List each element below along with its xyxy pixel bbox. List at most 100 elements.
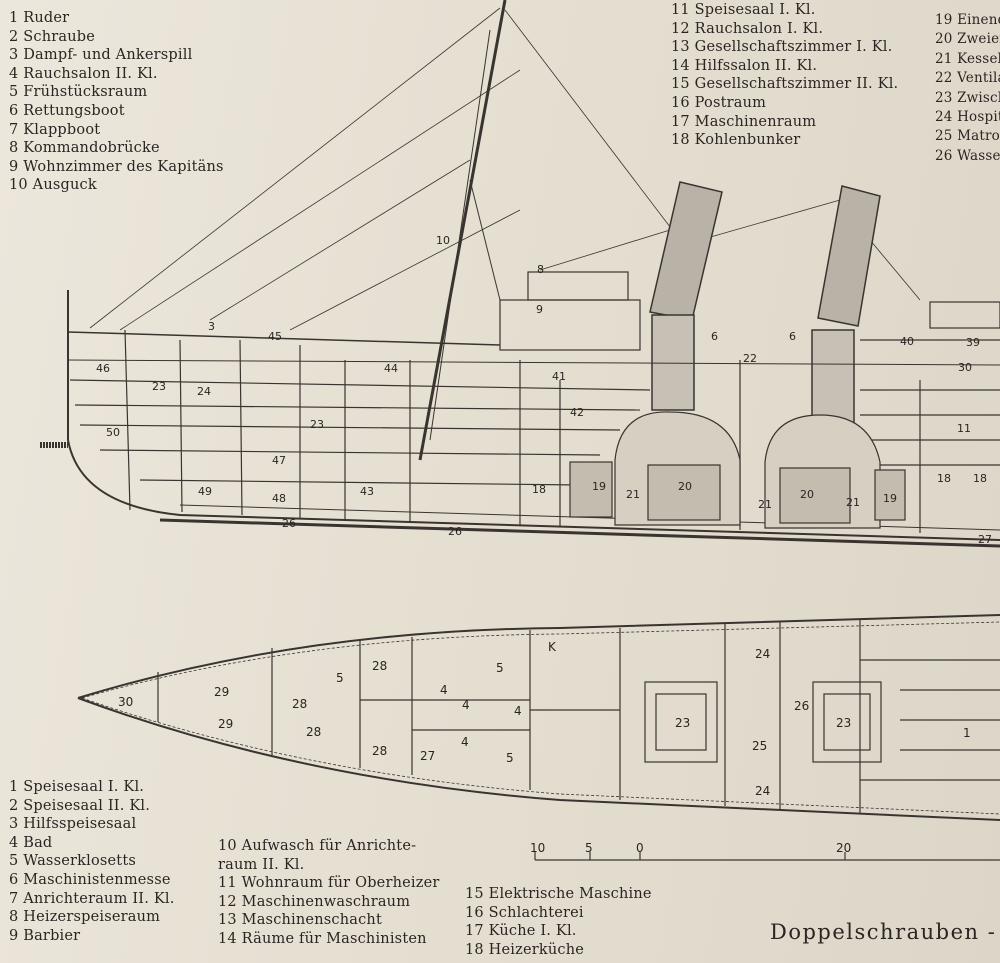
legend-item: 12 Rauchsalon I. Kl. xyxy=(671,20,824,37)
legend-item: 9 Barbier xyxy=(9,927,81,944)
legend-item: 22 Ventila xyxy=(935,70,1000,87)
legend-item: 17 Küche I. Kl. xyxy=(465,923,577,940)
section-label: 20 xyxy=(678,480,692,493)
section-label: 41 xyxy=(552,370,566,383)
legend-bottom-2: 10 Aufwasch für Anrichte-raum II. Kl.11 … xyxy=(218,837,440,949)
section-label: 30 xyxy=(958,361,972,374)
legend-item: 21 Kessel xyxy=(935,50,1000,67)
section-label: 48 xyxy=(272,492,286,505)
legend-item: 14 Hilfssalon II. Kl. xyxy=(671,57,818,74)
legend-item: 20 Zweier xyxy=(935,31,1000,48)
section-label: 22 xyxy=(743,352,757,365)
section-label: 26 xyxy=(282,517,296,530)
legend-item: raum II. Kl. xyxy=(218,856,305,873)
plan-label: 28 xyxy=(306,725,321,739)
section-label: 45 xyxy=(268,330,282,343)
section-label: 42 xyxy=(570,406,584,419)
section-label: 44 xyxy=(384,362,398,375)
legend-item: 18 Kohlenbunker xyxy=(671,132,801,149)
legend-item: 17 Maschinenraum xyxy=(671,113,817,130)
legend-item: 12 Maschinenwaschraum xyxy=(218,893,411,910)
plan-label: 24 xyxy=(755,784,770,798)
plan-label: 5 xyxy=(336,671,344,685)
section-label: 24 xyxy=(197,385,211,398)
section-label: 18 xyxy=(532,483,546,496)
section-view xyxy=(40,0,1000,548)
section-label: 18 xyxy=(973,472,987,485)
scale-label-20: 20 xyxy=(836,841,851,855)
legend-item: 26 Wasser xyxy=(935,147,1000,164)
section-label: 43 xyxy=(360,485,374,498)
plan-label: 26 xyxy=(794,699,809,713)
section-label: 39 xyxy=(966,336,980,349)
section-label: 21 xyxy=(758,498,772,511)
plan-label: 23 xyxy=(836,716,851,730)
section-label: 11 xyxy=(957,422,971,435)
scale-label-0: 0 xyxy=(636,841,644,855)
legend-item: 3 Dampf- und Ankerspill xyxy=(9,47,193,64)
section-label: 23 xyxy=(310,418,324,431)
legend-item: 10 Ausguck xyxy=(9,177,97,194)
legend-item: 7 Anrichteraum II. Kl. xyxy=(9,890,175,907)
legend-item: 13 Gesellschaftszimmer I. Kl. xyxy=(671,39,893,56)
legend-item: 4 Bad xyxy=(9,834,53,851)
legend-item: 18 Heizerküche xyxy=(465,941,585,958)
section-label: 21 xyxy=(626,488,640,501)
legend-bottom-3: 15 Elektrische Maschine 16 Schlachterei 17… xyxy=(465,885,652,959)
legend-top-middle: 11 Speisesaal I. Kl. 12 Rauchsalon I. Kl.… xyxy=(671,1,898,150)
section-label: 50 xyxy=(106,426,120,439)
plan-label: 28 xyxy=(292,697,307,711)
legend-top-right: 19 Einend 20 Zweier 21 Kessel 22 Ventila 23 … xyxy=(935,11,1000,166)
legend-item: 6 Rettungsboot xyxy=(9,102,125,119)
section-label: 47 xyxy=(272,454,286,467)
legend-item: 8 Kommandobrücke xyxy=(9,140,160,157)
section-label: 6 xyxy=(711,330,718,343)
legend-item: 7 Klappboot xyxy=(9,121,101,138)
legend-item: 14 Räume für Maschinisten xyxy=(218,930,427,947)
plan-label: 27 xyxy=(420,749,435,763)
legend-item: 2 Schraube xyxy=(9,28,96,45)
legend-item: 16 Schlachterei xyxy=(465,904,584,921)
plan-label: 4 xyxy=(440,683,448,697)
plan-label: 25 xyxy=(752,739,767,753)
section-label: 49 xyxy=(198,485,212,498)
plan-label: 5 xyxy=(506,751,514,765)
plan-label: 5 xyxy=(496,661,504,675)
plan-label: 23 xyxy=(675,716,690,730)
legend-item: 23 Zwisch xyxy=(935,89,1000,106)
section-label: 3 xyxy=(208,320,215,333)
section-label: 21 xyxy=(846,496,860,509)
section-label: 26 xyxy=(448,525,462,538)
section-label: 9 xyxy=(536,303,543,316)
legend-item: 25 Matros xyxy=(935,128,1000,145)
plan-label: 4 xyxy=(514,704,522,718)
legend-bottom-1: 1 Speisesaal I. Kl.2 Speisesaal II. Kl.3… xyxy=(9,778,175,945)
section-label: 8 xyxy=(537,263,544,276)
legend-item: 5 Wasserklosetts xyxy=(9,853,136,870)
legend-item: 3 Hilfsspeisesaal xyxy=(9,816,137,833)
legend-item: 19 Einend xyxy=(935,12,1000,28)
plan-label: 29 xyxy=(218,717,233,731)
section-label: 40 xyxy=(900,335,914,348)
legend-item: 15 Elektrische Maschine xyxy=(465,886,652,902)
legend-item: 9 Wohnzimmer des Kapitäns xyxy=(9,158,224,175)
legend-item: 16 Postraum xyxy=(671,94,767,111)
section-label: 23 xyxy=(152,380,166,393)
section-label: 19 xyxy=(592,480,606,493)
legend-item: 5 Frühstücksraum xyxy=(9,84,148,101)
plan-label: 28 xyxy=(372,659,387,673)
plan-label: 29 xyxy=(214,685,229,699)
legend-item: 6 Maschinistenmesse xyxy=(9,871,171,888)
legend-item: 10 Aufwasch für Anrichte- xyxy=(218,838,417,854)
diagram-title: Doppelschrauben - xyxy=(770,920,997,944)
plan-label: 4 xyxy=(462,698,470,712)
section-label: 27 xyxy=(978,533,992,546)
section-label: 10 xyxy=(436,234,450,247)
legend-item: 8 Heizerspeiseraum xyxy=(9,909,161,926)
scale-label-5: 5 xyxy=(585,841,593,855)
legend-item: 11 Speisesaal I. Kl. xyxy=(671,2,816,18)
plan-label: 30 xyxy=(118,695,133,709)
